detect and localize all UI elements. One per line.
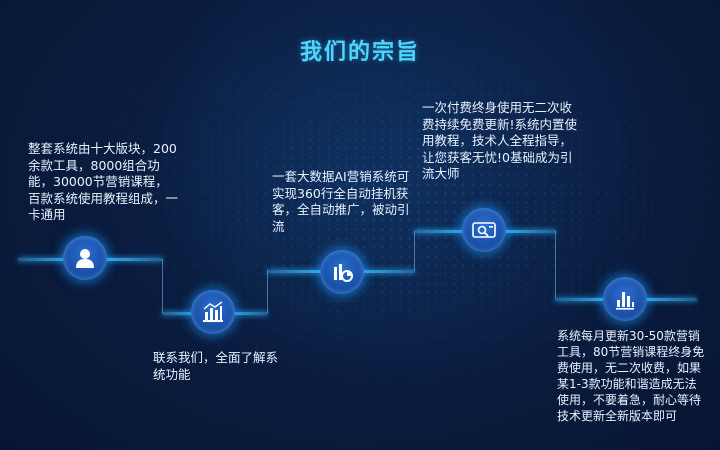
step-text-1: 整套系统由十大版块，200余款工具，8000组合功能，30000节营销课程，百款…: [28, 141, 179, 222]
step-node-3: [320, 250, 364, 294]
search-tool-icon: [472, 222, 496, 238]
step-node-4: [462, 208, 506, 252]
step-connector-4: [555, 231, 556, 299]
person-icon: [76, 249, 94, 268]
step-text-4: 一次付费终身使用无二次收费持续免费更新!系统内置使用教程，技术人全程指导，让您获…: [422, 100, 578, 181]
chart-analysis-icon: [334, 264, 353, 282]
step-text-5: 系统每月更新30-50款营销工具，80节营销课程终身免费使用，无二次收费，如果某…: [557, 329, 705, 423]
step-node-2: [191, 290, 235, 334]
step-connector-2: [267, 270, 268, 313]
bar-chart-icon: [203, 301, 223, 322]
step-connector-1: [162, 259, 163, 313]
step-text-2: 联系我们，全面了解系统功能: [153, 350, 279, 382]
step-connector-3: [414, 231, 415, 271]
step-text-3: 一套大数据AI营销系统可实现360行全自动挂机获客，全自动推广，被动引流: [272, 169, 410, 234]
step-node-1: [63, 236, 107, 280]
equalizer-icon: [616, 292, 634, 310]
page-title: 我们的宗旨: [299, 40, 420, 65]
step-node-5: [603, 277, 647, 321]
